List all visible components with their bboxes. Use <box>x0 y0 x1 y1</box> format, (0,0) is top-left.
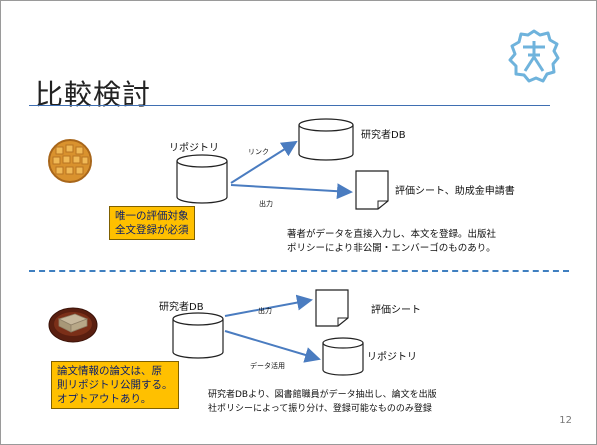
bottom-note-line-1: 研究者DBより、図書館職員がデータ抽出し、論文を出版 <box>208 390 437 400</box>
top-note-line-1: 著者がデータを直接入力し、本文を登録。出版社 <box>287 229 497 240</box>
bottom-output-arrow <box>224 294 313 317</box>
university-seal-icon <box>508 29 560 83</box>
database-cylinder-icon <box>298 118 354 161</box>
bottom-callout-line-3: オプトアウトあり。 <box>57 393 152 405</box>
bottom-data-use-label: データ活用 <box>250 362 285 370</box>
bottom-callout-line-2: 則リポジトリ公開する。 <box>57 379 173 391</box>
top-source-label: リポジトリ <box>169 143 219 154</box>
top-output-label: 出力 <box>259 200 273 208</box>
bottom-output-label: 出力 <box>258 307 272 315</box>
bottom-callout-line-1: 論文情報の論文は、原 <box>57 365 162 377</box>
top-target2-label: 評価シート、助成金申請書 <box>395 186 515 197</box>
section-divider <box>29 270 569 272</box>
title-underline <box>29 105 550 106</box>
bottom-source-label: 研究者DB <box>159 302 204 313</box>
waffle-icon <box>48 139 92 183</box>
top-link-label: リンク <box>248 148 269 156</box>
database-cylinder-icon <box>172 312 224 359</box>
top-callout: 唯一の評価対象 全文登録が必須 <box>109 206 195 240</box>
output-arrow <box>230 183 353 200</box>
top-note: 著者がデータを直接入力し、本文を登録。出版社 ポリシーにより非公開・エンバーゴの… <box>287 228 496 256</box>
link-arrow <box>230 140 298 184</box>
bottom-data-use-arrow <box>224 330 321 363</box>
document-icon <box>315 289 349 327</box>
top-target1-label: 研究者DB <box>361 130 406 141</box>
database-cylinder-icon <box>322 337 364 376</box>
top-callout-line-2: 全文登録が必須 <box>115 224 189 236</box>
document-icon <box>355 170 389 210</box>
database-cylinder-icon <box>176 154 228 204</box>
bottom-target2-label: リポジトリ <box>367 352 417 363</box>
bottom-note: 研究者DBより、図書館職員がデータ抽出し、論文を出版 社ポリシーによって振り分け… <box>208 388 437 416</box>
page-number: 12 <box>559 415 572 426</box>
top-callout-line-1: 唯一の評価対象 <box>115 210 189 222</box>
yokan-icon <box>48 307 98 343</box>
bottom-callout: 論文情報の論文は、原 則リポジトリ公開する。 オプトアウトあり。 <box>51 361 179 409</box>
bottom-target1-label: 評価シート <box>371 305 421 316</box>
top-note-line-2: ポリシーにより非公開・エンバーゴのものあり。 <box>287 243 496 254</box>
bottom-note-line-2: 社ポリシーによって振り分け、登録可能なもののみ登録 <box>208 404 432 414</box>
